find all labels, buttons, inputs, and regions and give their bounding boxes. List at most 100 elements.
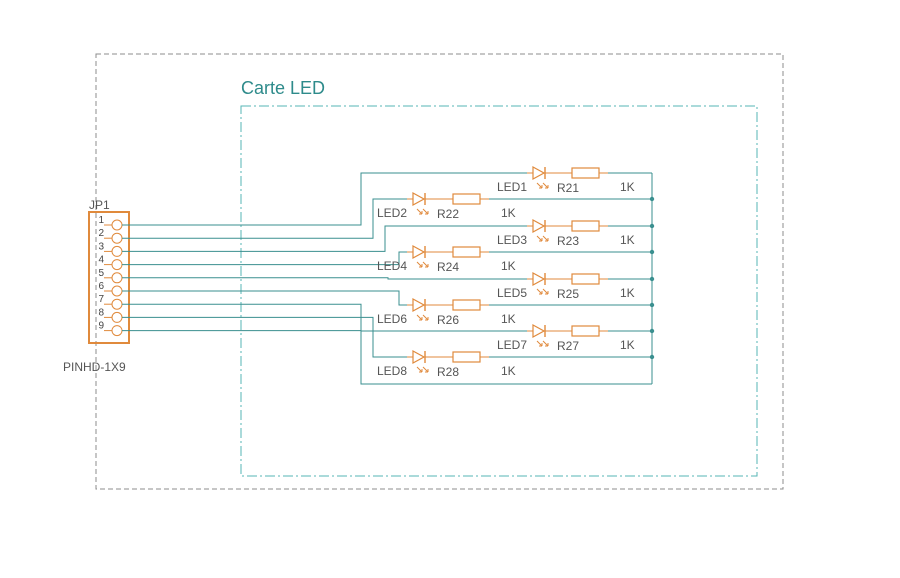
resistor-icon (571, 220, 600, 232)
junction-dot (649, 249, 655, 255)
light-arrow-icon (422, 366, 429, 373)
led-diode-icon (532, 218, 546, 234)
resistor-label: R25 (557, 287, 579, 301)
resistor-label: R22 (437, 207, 459, 221)
resistor-label: R27 (557, 339, 579, 353)
wire (122, 290, 652, 306)
light-arrow-icon (542, 288, 549, 295)
pin-pad (111, 285, 123, 297)
led-diode-icon (412, 349, 426, 365)
led-label: LED4 (377, 259, 407, 273)
resistor-value: 1K (620, 286, 635, 300)
pin-pad (111, 219, 123, 231)
resistor-label: R28 (437, 365, 459, 379)
led-label: LED5 (497, 286, 527, 300)
wire (122, 251, 652, 266)
resistor-value: 1K (501, 206, 516, 220)
resistor-icon (571, 167, 600, 179)
led-diode-icon (412, 244, 426, 260)
led-label: LED8 (377, 364, 407, 378)
led-row-6[interactable]: LED6 R26 1K (377, 297, 516, 327)
led-diode-icon (412, 297, 426, 313)
wires (122, 172, 652, 385)
led-label: LED7 (497, 338, 527, 352)
wire (122, 225, 652, 252)
led-row-3[interactable]: LED3 R23 1K (497, 218, 635, 248)
light-arrow-icon (536, 340, 543, 347)
wire (122, 172, 652, 226)
led-diode-icon (532, 323, 546, 339)
wire (122, 198, 652, 239)
resistor-value: 1K (620, 338, 635, 352)
led-label: LED6 (377, 312, 407, 326)
wire (122, 316, 652, 358)
led-label: LED2 (377, 206, 407, 220)
pin-number: 7 (98, 294, 104, 305)
led-row-4[interactable]: LED4 R24 1K (377, 244, 516, 274)
pin-pad (111, 298, 123, 310)
led-label: LED3 (497, 233, 527, 247)
pin-number: 5 (98, 268, 104, 279)
junction-dot (649, 223, 655, 229)
resistor-label: R24 (437, 260, 459, 274)
pin-pad (111, 325, 123, 337)
resistor-label: R23 (557, 234, 579, 248)
led-row-8[interactable]: LED8 R28 1K (377, 349, 516, 379)
module-title: Carte LED (241, 78, 325, 98)
resistor-value: 1K (501, 312, 516, 326)
pin-pad (111, 232, 123, 244)
resistor-icon (452, 193, 481, 205)
resistor-icon (571, 325, 600, 337)
junction-dot (649, 276, 655, 282)
led-row-2[interactable]: LED2 R22 1K (377, 191, 516, 221)
resistor-icon (571, 273, 600, 285)
light-arrow-icon (536, 288, 543, 295)
pin-pad (111, 245, 123, 257)
led-diode-icon (532, 165, 546, 181)
light-arrow-icon (416, 314, 423, 321)
resistor-value: 1K (501, 364, 516, 378)
junction-dot (649, 328, 655, 334)
led-diode-icon (532, 271, 546, 287)
led-label: LED1 (497, 180, 527, 194)
pin-pad (111, 259, 123, 271)
light-arrow-icon (536, 182, 543, 189)
connector-ref: JP1 (89, 198, 110, 212)
pin-number: 4 (98, 255, 104, 266)
light-arrow-icon (536, 235, 543, 242)
led-row-5[interactable]: LED5 R25 1K (497, 271, 635, 301)
light-arrow-icon (422, 314, 429, 321)
connector-value: PINHD-1X9 (63, 360, 126, 374)
pin-number: 3 (98, 241, 104, 252)
light-arrow-icon (542, 235, 549, 242)
light-arrow-icon (416, 366, 423, 373)
wire-ground (122, 330, 652, 385)
resistor-value: 1K (620, 233, 635, 247)
wire (122, 277, 652, 280)
light-arrow-icon (542, 182, 549, 189)
resistor-icon (452, 299, 481, 311)
resistor-icon (452, 351, 481, 363)
pin-number: 1 (98, 215, 104, 226)
resistor-label: R26 (437, 313, 459, 327)
resistor-icon (452, 246, 481, 258)
junction-dot (649, 354, 655, 360)
pin-pad (111, 311, 123, 323)
light-arrow-icon (542, 340, 549, 347)
led-row-7[interactable]: LED7 R27 1K (497, 323, 635, 353)
junctions (649, 196, 655, 360)
led-diode-icon (412, 191, 426, 207)
pin-number: 8 (98, 307, 104, 318)
junction-dot (649, 302, 655, 308)
junction-dot (649, 196, 655, 202)
resistor-value: 1K (620, 180, 635, 194)
light-arrow-icon (416, 261, 423, 268)
resistor-value: 1K (501, 259, 516, 273)
light-arrow-icon (416, 208, 423, 215)
pin-number: 2 (98, 228, 104, 239)
